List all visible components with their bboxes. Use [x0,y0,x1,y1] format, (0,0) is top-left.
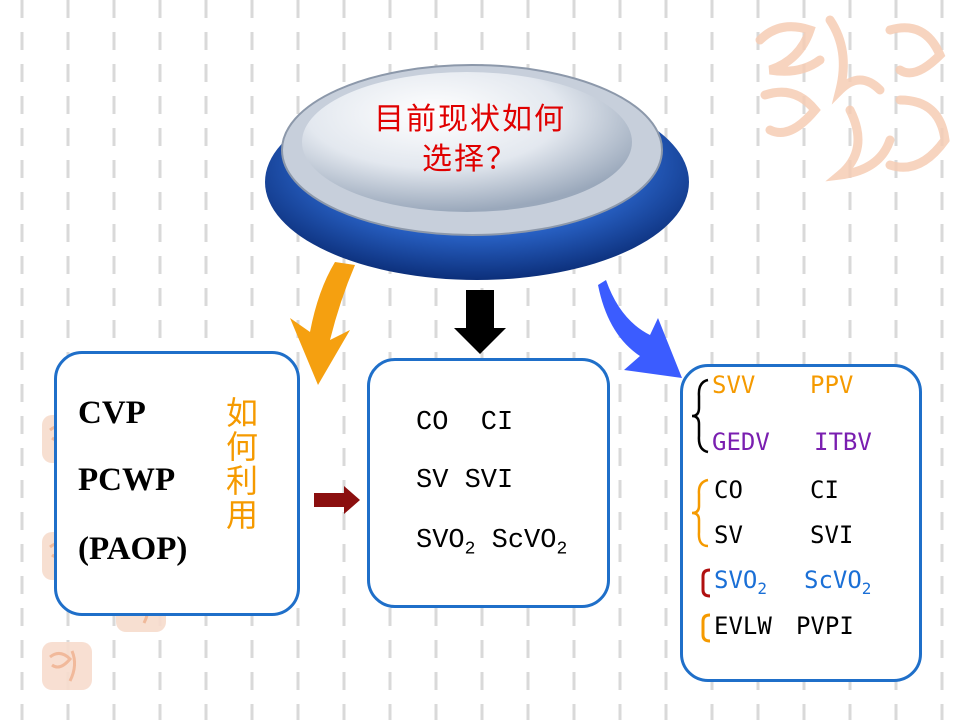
ci-label: CI [810,476,839,504]
red-bracket-svo2 [701,568,711,598]
svv-label: SVV [712,371,756,399]
paop-label: (PAOP) [78,531,188,567]
middle-box [367,358,610,608]
co-label: CO [714,476,743,504]
sv-label: SV [714,521,743,549]
svo2-right-label: SVO2 [714,566,767,598]
svo2-scvo2-row: SVO2 ScVO2 [416,526,567,559]
how-to-use-char: 利 [225,462,258,500]
hub-title-line1: 目前现状如何 [374,102,566,137]
scvo2-right-text: ScVO [804,566,862,594]
pvpi-label: PVPI [796,612,854,640]
how-to-use-char: 用 [225,496,258,534]
hub-disc [265,64,689,280]
svo2-right-subscript: 2 [757,578,767,598]
co-ci-row: CO CI [416,408,514,438]
itbv-label: ITBV [814,428,872,456]
svo2-right-text: SVO [714,566,758,594]
right-box [680,364,922,682]
calligraphy-seal-decoration [755,15,950,182]
pcwp-label: PCWP [78,462,176,498]
orange-bracket-evlw [701,613,711,643]
scvo2-text: ScVO [475,526,557,556]
gedv-label: GEDV [712,428,770,456]
orange-brace-co-sv [691,478,709,548]
left-box [54,351,300,616]
scvo2-subscript: 2 [556,539,568,560]
cvp-label: CVP [78,395,146,431]
how-to-use-char: 如 [225,394,258,432]
how-to-use-char: 何 [225,428,258,466]
sv-svi-row: SV SVI [416,466,514,496]
scvo2-right-subscript: 2 [861,578,872,598]
ppv-label: PPV [810,371,854,399]
how-to-use-label: 如 何 利 用 [222,396,262,532]
scvo2-right-label: ScVO2 [804,566,871,598]
evlw-label: EVLW [714,612,772,640]
black-brace-svv-gedv [691,378,709,454]
svi-label: SVI [810,521,854,549]
hub-title: 目前现状如何 选择？ [330,100,610,180]
svo2-subscript: 2 [464,539,476,560]
svo2-text: SVO [416,526,465,556]
hub-title-line2: 选择？ [422,142,518,177]
